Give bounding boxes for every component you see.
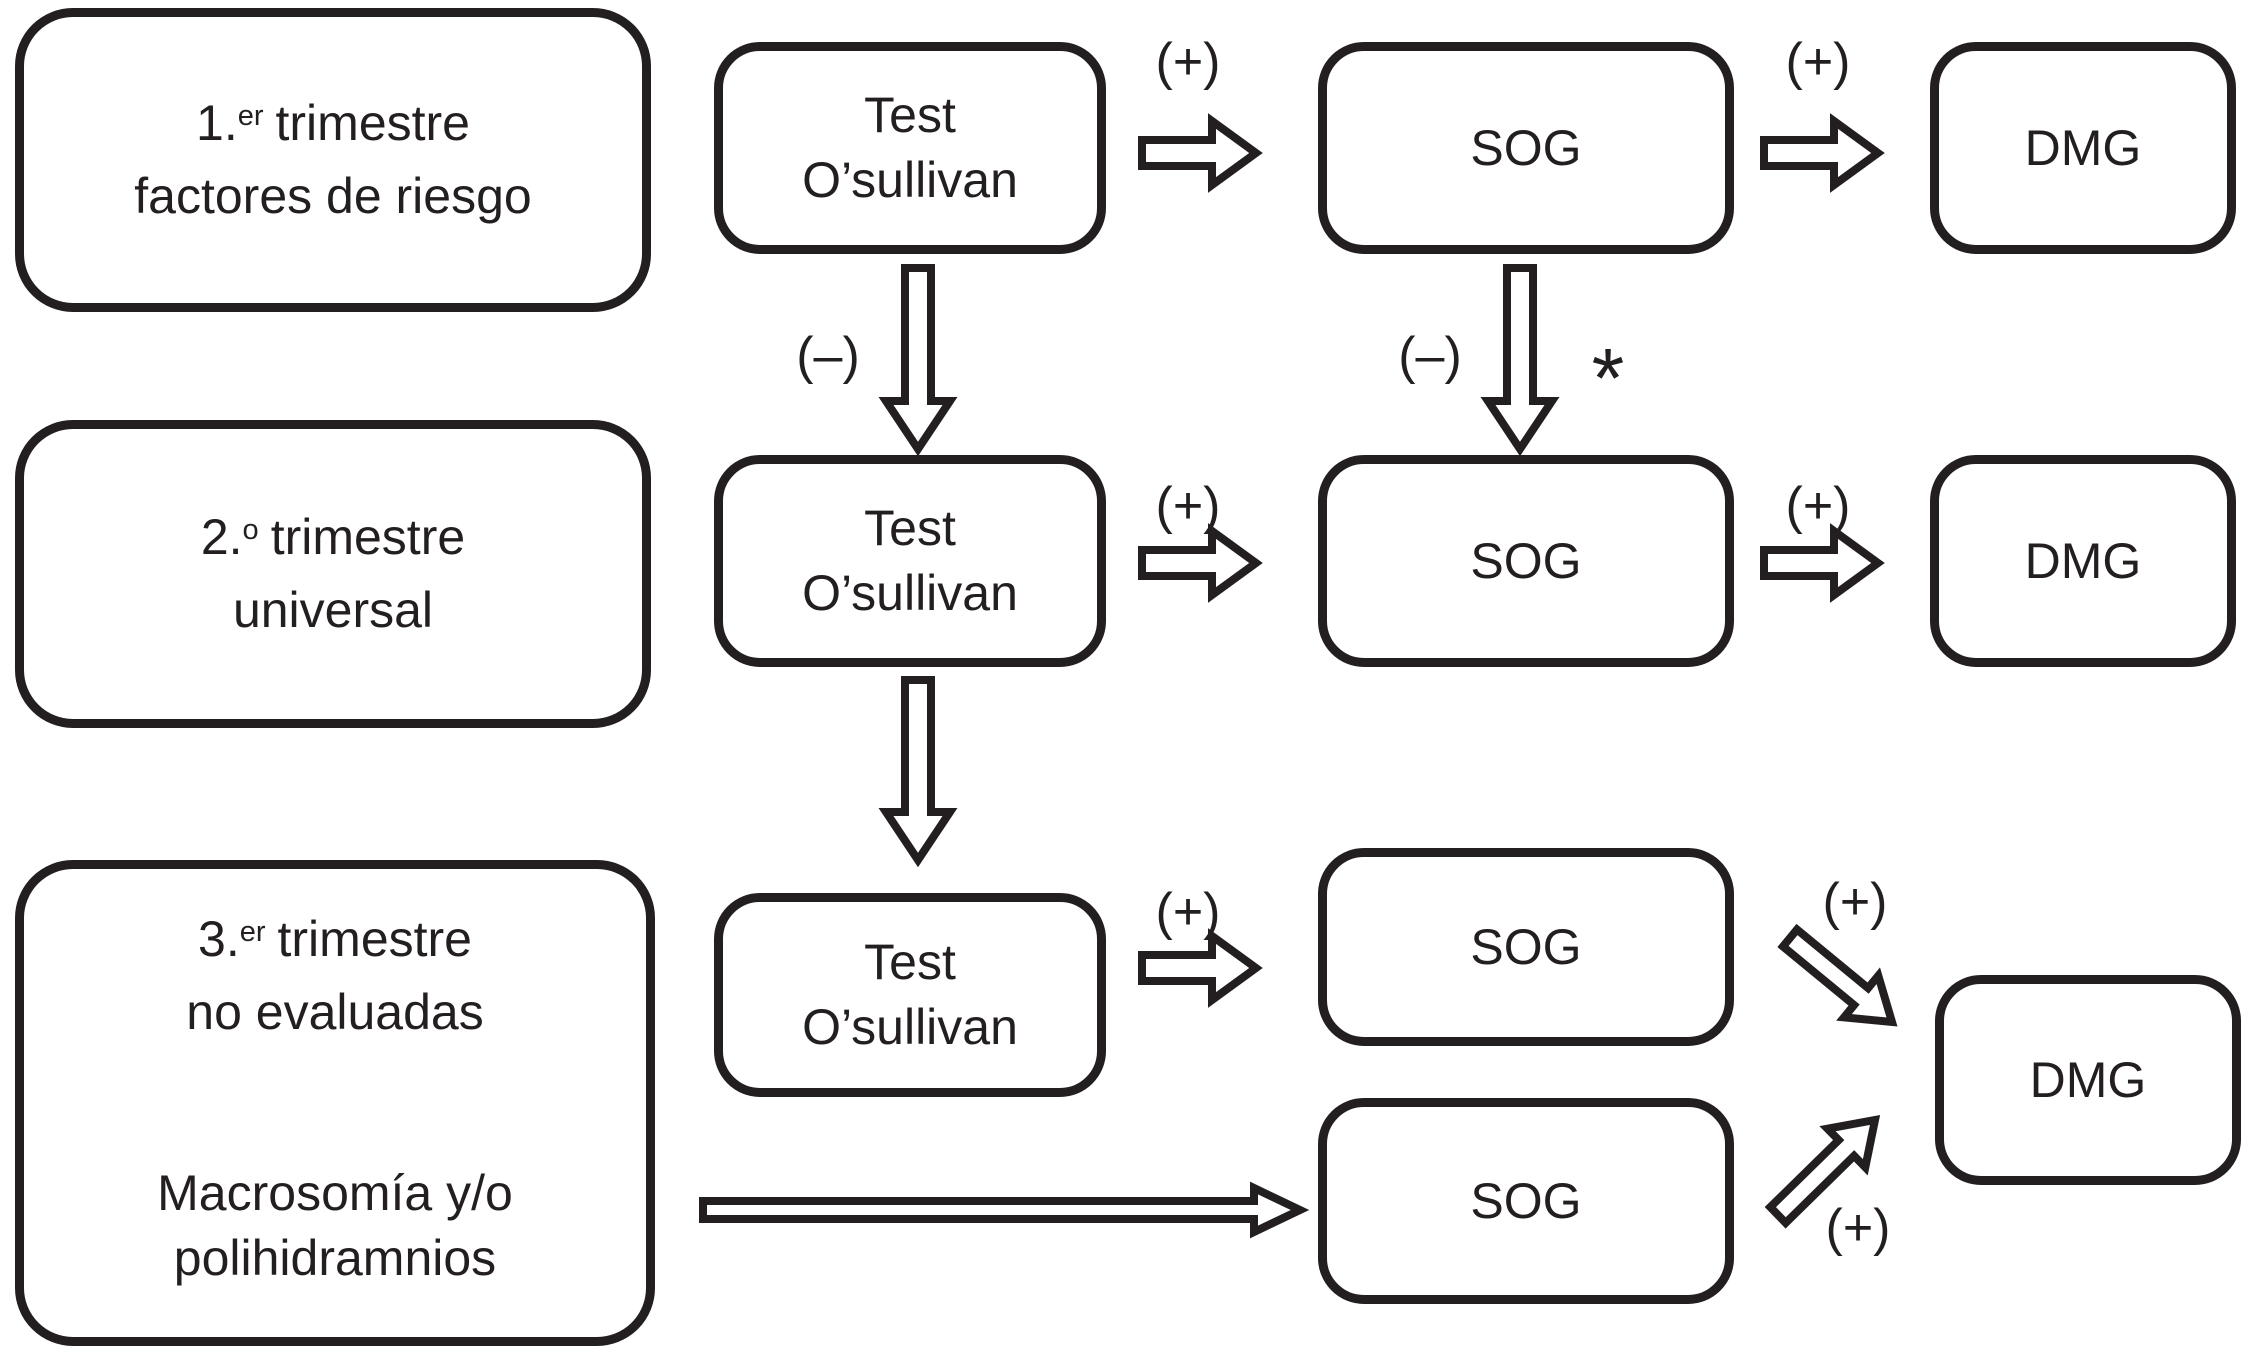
- box-test-osullivan-3: Test O’sullivan: [714, 893, 1106, 1097]
- arrow-test1-to-sog1: [1138, 113, 1263, 193]
- test-label-line-2: O’sullivan: [802, 152, 1018, 208]
- box-trimester-1: 1.er trimestre factores de riesgo: [15, 8, 651, 312]
- label-positive-4: (+): [1785, 477, 1851, 535]
- box-sog-3: SOG: [1318, 848, 1734, 1046]
- arrow-test2-to-test3: [878, 676, 958, 868]
- label-negative-2: (–): [1398, 327, 1462, 385]
- test-label-line-1: Test: [864, 87, 956, 143]
- label-asterisk: *: [1591, 331, 1625, 425]
- box-dmg-2: DMG: [1930, 455, 2236, 667]
- test-label-line-2: O’sullivan: [802, 565, 1018, 621]
- sog-label: SOG: [1470, 532, 1582, 589]
- box-sog-4: SOG: [1318, 1098, 1734, 1304]
- box-test-osullivan-2: Test O’sullivan: [714, 455, 1106, 667]
- trimester-2-title: 2.o trimestre: [201, 505, 465, 578]
- trimester-3-subtitle: no evaluadas: [186, 984, 484, 1040]
- arrow-test2-to-sog2: [1138, 523, 1263, 603]
- box-trimester-3: 3.er trimestre no evaluadas Macrosomía y/…: [15, 860, 655, 1346]
- sog-label: SOG: [1470, 918, 1582, 975]
- polihidramnios-line: polihidramnios: [173, 1230, 497, 1286]
- trimester-word: trimestre: [270, 509, 466, 565]
- label-positive-2: (+): [1785, 33, 1851, 91]
- ordinal-number: 2.: [200, 509, 243, 565]
- test-label-line-2: O’sullivan: [802, 999, 1018, 1055]
- trimester-3-group-1: 3.er trimestre no evaluadas: [186, 907, 483, 1045]
- label-positive-7: (+): [1825, 1199, 1891, 1257]
- box-sog-1: SOG: [1318, 42, 1734, 254]
- trimester-1-title: 1.er trimestre: [196, 91, 470, 164]
- box-dmg-3: DMG: [1935, 975, 2241, 1185]
- dmg-label: DMG: [2024, 532, 2142, 589]
- label-negative-1: (–): [796, 327, 860, 385]
- ordinal-number: 1.: [196, 95, 238, 151]
- trimester-word: trimestre: [277, 911, 472, 967]
- sog-label: SOG: [1470, 1172, 1582, 1229]
- arrow-sog3-to-dmg3: [1777, 923, 1898, 1027]
- trimester-word: trimestre: [275, 95, 470, 151]
- ordinal-suffix: er: [237, 99, 264, 132]
- macrosomia-line: Macrosomía y/o: [157, 1165, 513, 1221]
- arrow-test3-to-sog3: [1138, 928, 1263, 1008]
- label-positive-5: (+): [1155, 883, 1221, 941]
- arrow-trimester3-to-sog4: [699, 1181, 1310, 1239]
- trimester-2-subtitle: universal: [232, 582, 434, 638]
- ordinal-suffix: er: [239, 915, 266, 948]
- trimester-1-subtitle: factores de riesgo: [134, 168, 532, 224]
- sog-label: SOG: [1470, 119, 1582, 176]
- trimester-3-title: 3.er trimestre: [186, 907, 483, 980]
- arrow-sog1-to-sog2: [1480, 264, 1560, 457]
- arrow-sog2-to-dmg2: [1760, 523, 1885, 603]
- ordinal-number: 3.: [198, 911, 240, 967]
- box-trimester-2: 2.o trimestre universal: [15, 420, 651, 728]
- arrow-sog1-to-dmg1: [1760, 113, 1885, 193]
- box-sog-2: SOG: [1318, 455, 1734, 667]
- test-label-line-1: Test: [864, 500, 956, 556]
- ordinal-suffix: o: [242, 513, 259, 546]
- trimester-3-group-2: Macrosomía y/o polihidramnios: [157, 1161, 513, 1291]
- arrow-test1-to-test2: [878, 264, 958, 457]
- box-test-osullivan-1: Test O’sullivan: [714, 42, 1106, 254]
- dmg-label: DMG: [2029, 1051, 2147, 1108]
- test-label-line-1: Test: [864, 934, 956, 990]
- box-dmg-1: DMG: [1930, 42, 2236, 254]
- label-positive-3: (+): [1155, 477, 1221, 535]
- dmg-label: DMG: [2024, 119, 2142, 176]
- label-positive-1: (+): [1155, 33, 1221, 91]
- label-positive-6: (+): [1822, 873, 1888, 931]
